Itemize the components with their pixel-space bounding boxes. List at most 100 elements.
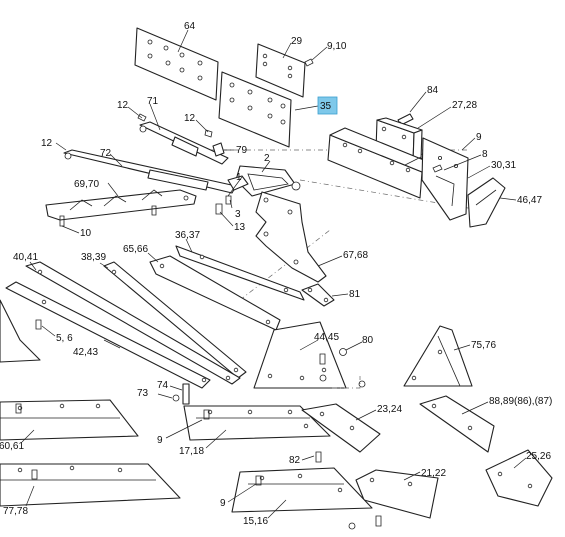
part-71-adjuster-rod[interactable] [139, 121, 229, 165]
label-10: 10 [80, 228, 92, 239]
nut-icon [172, 394, 180, 402]
part-21-22-share[interactable] [355, 469, 439, 519]
leader-line [107, 182, 119, 197]
part-77-78-share[interactable] [0, 463, 181, 507]
leader-line [177, 29, 189, 53]
label-13: 13 [234, 222, 246, 233]
leader-line [109, 153, 123, 167]
leader-line [301, 455, 315, 461]
leader-line [404, 156, 422, 166]
label-77-78: 77,78 [3, 506, 28, 517]
part-17-18-share[interactable] [183, 405, 331, 441]
nut-icon [358, 380, 366, 388]
leader-line [103, 339, 121, 349]
label-67-68: 67,68 [343, 250, 368, 261]
bolt-icon [59, 215, 65, 227]
part-72-long-rod[interactable] [63, 149, 237, 194]
bolt-icon [35, 319, 42, 330]
leader-line [403, 471, 421, 481]
leader-line [25, 485, 35, 507]
leader-line [355, 409, 377, 421]
leader-line [467, 165, 491, 179]
label-21-22: 21,22 [421, 468, 446, 479]
label-23-24: 23,24 [377, 404, 402, 415]
label-80: 80 [362, 335, 374, 346]
bolt-icon [203, 409, 210, 420]
label-74: 74 [157, 380, 169, 391]
leader-line [499, 197, 517, 201]
bolt-icon [315, 451, 322, 463]
label-3: 3 [235, 209, 241, 220]
label-81: 81 [349, 289, 361, 300]
label-40-41: 40,41 [13, 252, 38, 263]
part-35-plate[interactable] [218, 71, 292, 148]
leader-line [185, 238, 193, 253]
highlight-marker[interactable] [317, 96, 338, 115]
part-40-41-strip[interactable] [25, 261, 241, 385]
leader-line [317, 255, 343, 267]
bolt-icon [137, 113, 147, 122]
label-9-lower: 9 [157, 435, 163, 446]
label-69-70: 69,70 [74, 179, 99, 190]
bolt-icon [151, 205, 157, 216]
leader-line [227, 176, 243, 197]
leader-line [461, 401, 489, 415]
part-67-68-frame[interactable] [255, 191, 327, 283]
part-65-66-strip[interactable] [149, 255, 281, 331]
part-64-plate[interactable] [134, 27, 219, 101]
leader-line [21, 429, 35, 443]
leader-line [267, 499, 287, 519]
leader-line [311, 46, 328, 61]
label-8: 8 [482, 149, 488, 160]
part-46-47-wing[interactable] [467, 177, 506, 228]
leader-line [261, 160, 271, 173]
part-81-strap[interactable] [301, 283, 335, 307]
part-42-43-strip[interactable] [5, 281, 211, 389]
part-33-angle[interactable] [327, 127, 437, 199]
part-74-spacer[interactable] [182, 383, 190, 405]
leader-line [409, 91, 427, 113]
leader-line [513, 457, 527, 469]
label-60-61: 60,61 [0, 441, 24, 452]
leader-line [41, 325, 56, 337]
label-27-28: 27,28 [452, 100, 477, 111]
label-73: 73 [137, 388, 149, 399]
part-60-61-share[interactable] [0, 399, 139, 441]
bolt-icon [15, 403, 22, 414]
leader-line [157, 393, 173, 399]
leader-line [453, 344, 471, 351]
leader-line [205, 429, 227, 449]
part-29-plate[interactable] [255, 43, 306, 98]
label-64: 64 [184, 21, 196, 32]
center-line [332, 376, 361, 389]
leader-line [149, 103, 161, 131]
label-2: 2 [264, 153, 270, 164]
part-38-39-strip[interactable] [103, 261, 247, 379]
label-29: 29 [291, 36, 303, 47]
label-72: 72 [100, 148, 112, 159]
part-25-26-point[interactable] [485, 449, 553, 507]
part-left-edge-blade[interactable] [0, 299, 41, 363]
label-42-43: 42,43 [73, 347, 98, 358]
leader-line [55, 142, 67, 151]
label-44-45: 44,45 [314, 332, 339, 343]
part-79-pin[interactable] [212, 142, 225, 157]
leader-line [127, 106, 143, 119]
part-69-70-bracket[interactable] [45, 189, 197, 221]
part-30-31-bracket[interactable] [421, 137, 469, 221]
part-75-76-plate[interactable] [403, 325, 473, 387]
bolt-icon [432, 164, 443, 173]
label-30-31: 30,31 [491, 160, 516, 171]
label-38-39: 38,39 [81, 252, 106, 263]
label-71: 71 [147, 96, 159, 107]
label-25-26: 25,26 [526, 451, 551, 462]
label-9-mid: 9 [476, 132, 482, 143]
part-88-89-point[interactable] [419, 395, 495, 453]
leader-line [229, 199, 233, 209]
part-15-16-share[interactable] [231, 467, 373, 513]
leader-line [169, 385, 183, 391]
washer-icon [339, 348, 347, 356]
part-23-24-point[interactable] [301, 403, 381, 453]
part-36-37-strip[interactable] [175, 245, 305, 301]
